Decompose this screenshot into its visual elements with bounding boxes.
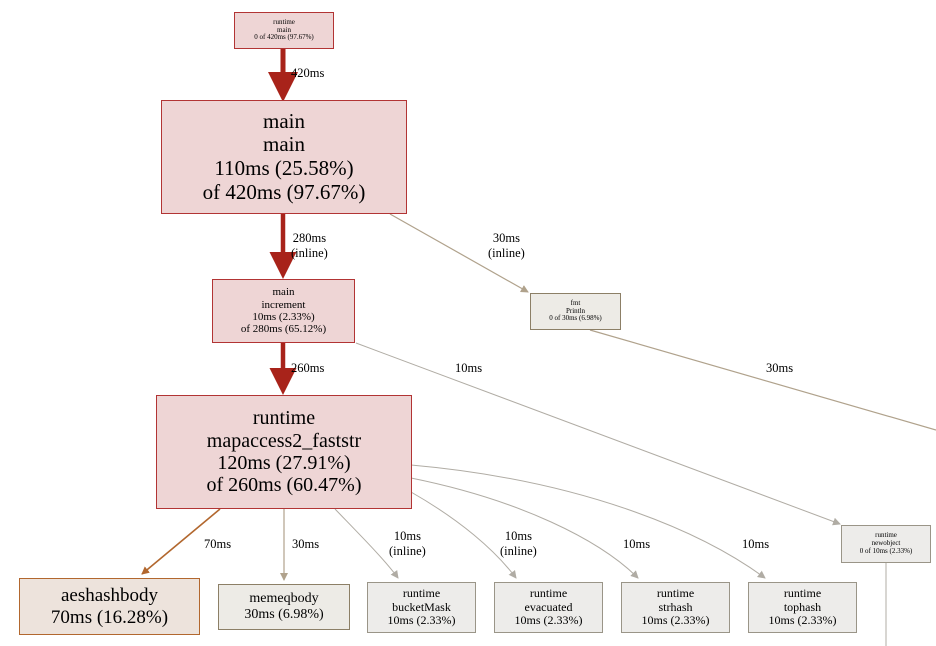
edge-label-line: 10ms <box>455 361 483 375</box>
edge-mapaccess-to-tophash <box>410 464 766 579</box>
edge-label-line: 10ms <box>504 529 532 543</box>
node-line: 0 of 10ms (2.33%) <box>859 546 913 555</box>
edge-label-line: 280ms <box>292 231 327 245</box>
edge-label-increment-to-newobject: 10ms <box>455 361 482 376</box>
edge-mapaccess-to-strhash <box>410 477 639 579</box>
node-line: Println <box>565 306 586 315</box>
edge-label-line: 10ms <box>623 537 651 551</box>
edge-main-to-println <box>389 213 529 293</box>
edge-label-mapaccess-to-strhash: 10ms <box>623 537 650 552</box>
node-line: bucketMask <box>392 599 451 614</box>
node-line: of 280ms (65.12%) <box>240 323 327 336</box>
edge-increment-to-newobject <box>355 342 841 526</box>
edge-label-mapaccess-to-memeqbody: 30ms <box>292 537 319 552</box>
node-line: runtime <box>783 586 822 601</box>
node-line: 120ms (27.91%) <box>217 452 351 474</box>
node-line: increment <box>261 298 306 311</box>
node-line: memeqbody <box>249 591 319 607</box>
node-line: runtime <box>656 586 695 601</box>
node-main-main[interactable]: main main 110ms (25.58%) of 420ms (97.67… <box>161 100 407 214</box>
node-line: evacuated <box>524 599 573 614</box>
node-line: 10ms (2.33%) <box>387 613 456 628</box>
node-mapaccess2-faststr[interactable]: runtime mapaccess2_faststr 120ms (27.91%… <box>156 395 412 509</box>
node-line: of 260ms (60.47%) <box>206 474 362 497</box>
node-line: runtime <box>252 407 316 430</box>
edge-mapaccess-to-bucketmask <box>334 508 399 579</box>
edge-label-increment-to-mapaccess: 260ms <box>291 361 324 376</box>
node-runtime-tophash[interactable]: runtime tophash 10ms (2.33%) <box>748 582 857 633</box>
edge-label-println-out: 30ms <box>766 361 793 376</box>
node-line: runtime <box>875 531 897 540</box>
node-line: tophash <box>783 599 822 614</box>
node-line: 10ms (2.33%) <box>641 613 710 628</box>
node-line: main <box>263 132 305 157</box>
node-memeqbody[interactable]: memeqbody 30ms (6.98%) <box>218 584 350 630</box>
node-fmt-println[interactable]: fmt Println 0 of 30ms (6.98%) <box>530 293 621 330</box>
node-line: main <box>263 108 305 133</box>
node-runtime-strhash[interactable]: runtime strhash 10ms (2.33%) <box>621 582 730 633</box>
node-line: aeshashbody <box>60 585 159 607</box>
node-line: 30ms (6.98%) <box>244 607 324 622</box>
node-aeshashbody[interactable]: aeshashbody 70ms (16.28%) <box>19 578 200 635</box>
node-main-increment[interactable]: main increment 10ms (2.33%) of 280ms (65… <box>212 279 355 343</box>
edge-label-main-to-println: 30ms (inline) <box>488 231 525 261</box>
node-line: runtime <box>529 586 568 601</box>
edge-label-line: (inline) <box>500 544 537 558</box>
node-runtime-newobject[interactable]: runtime newobject 0 of 10ms (2.33%) <box>841 525 931 563</box>
node-line: mapaccess2_faststr <box>206 429 362 452</box>
edge-label-line: 30ms <box>766 361 794 375</box>
node-line: 10ms (2.33%) <box>768 613 837 628</box>
node-line: 110ms (25.58%) <box>214 156 354 180</box>
edge-label-line: (inline) <box>291 246 328 260</box>
node-line: runtime <box>273 17 295 26</box>
node-line: main <box>277 25 291 34</box>
node-line: 0 of 30ms (6.98%) <box>549 314 602 323</box>
node-line: main <box>272 286 295 299</box>
node-runtime-evacuated[interactable]: runtime evacuated 10ms (2.33%) <box>494 582 603 633</box>
edge-label-line: 260ms <box>291 361 325 375</box>
node-line: 10ms (2.33%) <box>514 613 583 628</box>
edge-label-mapaccess-to-evacuated: 10ms (inline) <box>500 529 537 559</box>
node-line: newobject <box>871 539 901 548</box>
edge-label-mapaccess-to-aeshashbody: 70ms <box>204 537 231 552</box>
edge-mapaccess-to-evacuated <box>410 491 517 579</box>
edge-label-line: 420ms <box>291 66 325 80</box>
node-line: of 420ms (97.67%) <box>202 179 366 204</box>
edge-label-line: 10ms <box>742 537 770 551</box>
node-runtime-bucketmask[interactable]: runtime bucketMask 10ms (2.33%) <box>367 582 476 633</box>
edge-label-line: 30ms <box>292 537 320 551</box>
edge-label-line: (inline) <box>389 544 426 558</box>
node-line: fmt <box>570 298 581 307</box>
edge-println-out <box>589 329 936 431</box>
node-line: 10ms (2.33%) <box>252 311 315 323</box>
edge-label-line: 30ms <box>492 231 520 245</box>
node-line: 0 of 420ms (97.67%) <box>254 33 314 42</box>
node-line: 70ms (16.28%) <box>50 606 169 628</box>
edge-label-mapaccess-to-tophash: 10ms <box>742 537 769 552</box>
edge-mapaccess-to-aeshashbody <box>141 508 221 575</box>
edge-label-main-to-increment: 280ms (inline) <box>291 231 328 261</box>
node-line: runtime <box>402 586 441 601</box>
node-line: strhash <box>658 599 693 614</box>
edge-label-runtime-main-to-main: 420ms <box>291 66 324 81</box>
edge-label-line: 70ms <box>204 537 232 551</box>
node-runtime-main[interactable]: runtime main 0 of 420ms (97.67%) <box>234 12 334 49</box>
edge-label-line: (inline) <box>488 246 525 260</box>
edge-label-line: 10ms <box>393 529 421 543</box>
edge-label-mapaccess-to-bucketmask: 10ms (inline) <box>389 529 426 559</box>
